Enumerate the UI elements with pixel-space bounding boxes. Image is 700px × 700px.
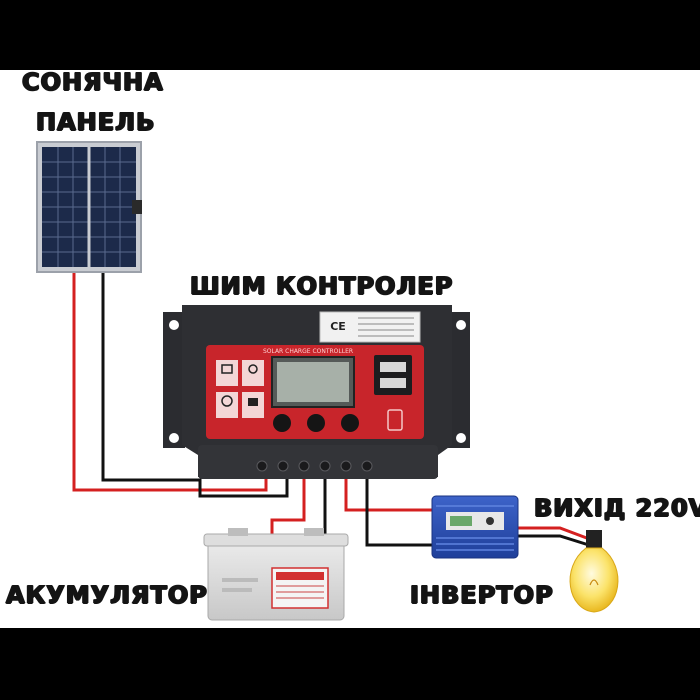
battery-icon [203, 528, 349, 621]
pwm-controller-label: ШИМ КОНТРОЛЕР [189, 272, 454, 300]
battery-positive-wire [270, 478, 306, 540]
output-label: ВИХІД 220V [533, 494, 700, 522]
inverter-label: ІНВЕРТОР [410, 581, 554, 609]
solar-panel-label-line1: СОНЯЧНА [22, 68, 164, 96]
panel-negative-wire [101, 272, 289, 498]
inverter-positive-wire [344, 478, 434, 512]
panel-positive-wire [72, 272, 268, 492]
pwm-controller-icon [163, 305, 470, 479]
battery-label: АКУМУЛЯТОР [6, 581, 208, 609]
inverter-icon [431, 495, 519, 559]
controller-ce-mark: CE [330, 320, 346, 333]
light-bulb-icon [569, 530, 619, 613]
controller-title: SOLAR CHARGE CONTROLLER [263, 348, 353, 355]
inverter-negative-wire [365, 478, 434, 547]
output-wire [516, 526, 593, 548]
solar-panel-label-2: ПАНЕЛЬ [35, 108, 156, 136]
solar-panel-icon [36, 141, 142, 273]
solar-panel-label: СОНЯЧНА [22, 68, 164, 96]
solar-panel-label-line2: ПАНЕЛЬ [35, 108, 156, 136]
